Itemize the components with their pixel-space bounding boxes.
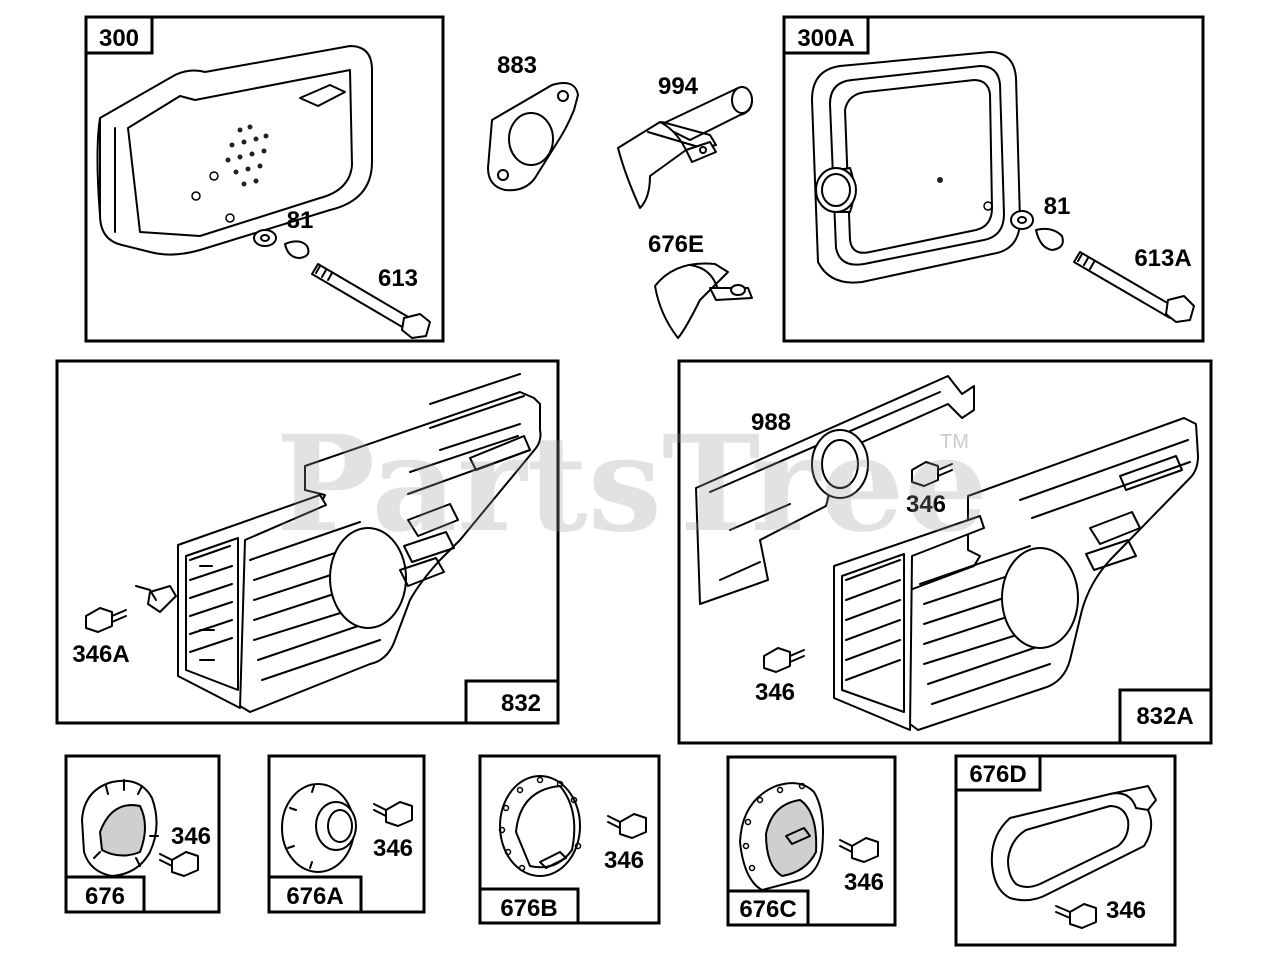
shield-676b-illustration (498, 775, 582, 877)
clamp-676e (654, 262, 753, 339)
lock-washer-81 (253, 229, 310, 259)
panel-shield-676a: 676A 346 (267, 754, 426, 914)
callout-81: 81 (287, 207, 314, 234)
screw-346-676b (607, 813, 647, 839)
panel-shield-676c: 676C 346 (726, 755, 897, 927)
callout-346-676d: 346 (1106, 897, 1146, 924)
muffler-300a-illustration (811, 51, 1021, 284)
muffler-300-illustration (96, 45, 373, 256)
callout-346-676: 346 (171, 823, 211, 850)
panel-tag-676: 676 (85, 883, 125, 910)
panel-shield-676: 676 346 (64, 754, 221, 914)
screw-346-676a (373, 801, 413, 827)
panel-tag-300: 300 (99, 25, 139, 52)
callout-346-676c: 346 (844, 869, 884, 896)
callout-81-a: 81 (1044, 193, 1071, 220)
guard-832-illustration (135, 373, 542, 713)
watermark: PartsTree TM (276, 407, 988, 562)
screw-346-lower (763, 647, 805, 673)
panel-tag-676a: 676A (286, 883, 343, 910)
screw-346-676d (1055, 903, 1097, 929)
panel-muffler-300: 300 (84, 15, 445, 343)
bolt-613a (1073, 251, 1195, 323)
callout-346-676a: 346 (373, 835, 413, 862)
watermark-text: PartsTree (276, 407, 988, 562)
panel-tag-300a: 300A (797, 25, 854, 52)
panel-guard-832: 832 346A (55, 359, 560, 725)
panel-tag-832: 832 (501, 690, 541, 717)
callout-988: 988 (751, 409, 791, 436)
callout-346a: 346A (72, 641, 129, 668)
callout-346-lower: 346 (755, 679, 795, 706)
lock-washer-81-a (1010, 210, 1064, 251)
callout-613: 613 (378, 265, 418, 292)
panel-tag-832a: 832A (1136, 703, 1193, 730)
loose-parts-group: 883 994 676E (487, 52, 753, 339)
panel-tag-676c: 676C (739, 896, 796, 923)
panel-tag-676b: 676B (500, 895, 557, 922)
gasket-883 (487, 82, 579, 192)
screw-346a (85, 607, 127, 633)
callout-346-676b: 346 (604, 847, 644, 874)
callout-883: 883 (497, 52, 537, 79)
panel-shield-676d: 676D 346 (954, 754, 1177, 947)
panel-guard-832a: 832A 988 346 346 (677, 359, 1213, 745)
callout-676e: 676E (648, 231, 704, 258)
panel-shield-676b: 676B 346 (478, 754, 661, 925)
deflector-994 (617, 86, 753, 209)
callout-613a: 613A (1134, 245, 1191, 272)
shield-676a-illustration (281, 783, 357, 873)
shield-676c-illustration (739, 782, 824, 891)
screw-346-676c (839, 837, 879, 863)
screw-346-676 (159, 851, 199, 877)
panel-muffler-300a: 300A 81 613A (782, 15, 1205, 343)
shield-676d-illustration (990, 785, 1157, 902)
shield-676-illustration (81, 779, 159, 877)
callout-994: 994 (658, 73, 699, 100)
screw-346-upper (911, 461, 953, 487)
panel-tag-676d: 676D (969, 761, 1026, 788)
callout-346-upper: 346 (906, 491, 946, 518)
watermark-trademark: TM (940, 431, 969, 453)
guard-832a-illustration (695, 375, 1199, 731)
bolt-613 (311, 263, 431, 339)
